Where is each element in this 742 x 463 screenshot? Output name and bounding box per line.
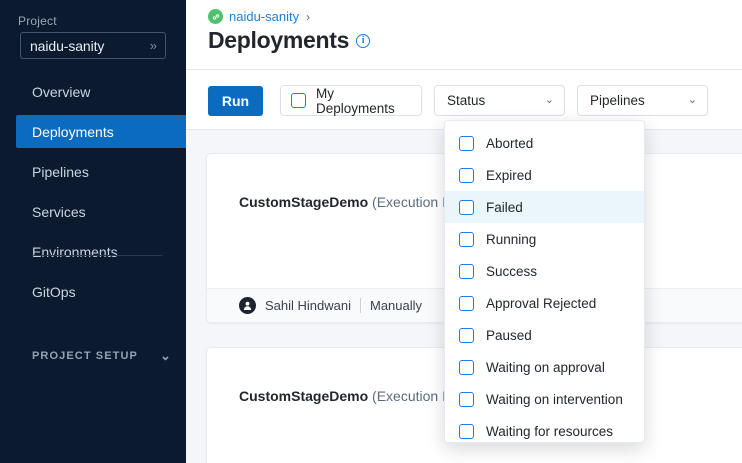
sidebar-nav: Overview Deployments Pipelines Services … [0,75,202,315]
status-option-expired[interactable]: Expired [445,159,644,191]
execution-id-text: (Execution Id [372,388,454,404]
double-chevron-right-icon: » [149,38,157,53]
status-option-checkbox[interactable] [459,263,474,279]
pipelines-filter-label: Pipelines [590,93,645,108]
deployment-card-body: CustomStageDemo (Execution Id [207,348,742,463]
my-deployments-label: My Deployments [316,85,395,116]
status-option-waiting-on-intervention[interactable]: Waiting on intervention [445,383,644,415]
status-option-label: Aborted [486,135,534,151]
status-option-checkbox[interactable] [459,391,474,407]
status-option-waiting-on-approval[interactable]: Waiting on approval [445,351,644,383]
sidebar-section-label: PROJECT SETUP [32,350,138,362]
deployment-card-title: CustomStageDemo (Execution Id [239,388,454,404]
status-filter-dropdown[interactable]: Status ⌄ [434,85,565,116]
page-header: naidu-sanity › Deployments i [186,0,742,70]
toolbar: Run My Deployments Status ⌄ Pipelines ⌄ [186,70,742,130]
project-selector[interactable]: naidu-sanity » [20,32,166,59]
deployment-trigger: Manually [370,298,423,313]
status-option-checkbox[interactable] [459,359,474,375]
status-option-running[interactable]: Running [445,223,644,255]
breadcrumb-project-link[interactable]: naidu-sanity [229,9,300,24]
status-option-checkbox[interactable] [459,135,474,151]
chevron-down-icon: ⌄ [544,94,554,106]
sidebar: Project naidu-sanity » Overview Deployme… [0,0,202,463]
status-option-paused[interactable]: Paused [445,319,644,351]
execution-id-text: (Execution Id [372,194,454,210]
chevron-down-icon: ⌄ [160,348,172,363]
pipeline-name: CustomStageDemo [239,388,369,404]
status-option-checkbox[interactable] [459,199,474,215]
sidebar-item-label: Environments [32,243,118,260]
status-option-checkbox[interactable] [459,295,474,311]
sidebar-item-environments[interactable]: Environments [0,235,186,268]
page-title: Deployments [208,27,350,53]
my-deployments-filter[interactable]: My Deployments [280,85,422,116]
status-dropdown-menu[interactable]: Aborted Expired Failed Running Success A… [444,120,645,443]
breadcrumb: naidu-sanity › [208,9,310,24]
pipeline-name: CustomStageDemo [239,194,369,210]
pipelines-filter-dropdown[interactable]: Pipelines ⌄ [577,85,708,116]
deployment-card-body: CustomStageDemo (Execution Id [207,154,742,288]
sidebar-item-label: GitOps [32,283,76,300]
sidebar-item-gitops[interactable]: GitOps [0,275,186,308]
status-option-label: Failed [486,199,523,215]
status-option-checkbox[interactable] [459,167,474,183]
status-option-label: Expired [486,167,532,183]
sidebar-item-label: Overview [32,83,91,100]
title-row: Deployments i [208,27,371,54]
sidebar-item-overview[interactable]: Overview [0,75,186,108]
status-option-checkbox[interactable] [459,423,474,439]
breadcrumb-separator-icon: › [306,9,311,24]
sidebar-item-label: Pipelines [32,163,89,180]
sidebar-item-services[interactable]: Services [0,195,186,228]
info-icon[interactable]: i [356,33,371,48]
status-option-label: Waiting on approval [486,359,605,375]
sidebar-divider [32,255,162,256]
status-option-aborted[interactable]: Aborted [445,127,644,159]
status-option-checkbox[interactable] [459,231,474,247]
sidebar-item-deployments[interactable]: Deployments [16,115,202,148]
sidebar-item-label: Deployments [32,123,114,140]
run-button[interactable]: Run [208,86,263,116]
sidebar-item-label: Services [32,203,86,220]
status-option-checkbox[interactable] [459,327,474,343]
deployment-card-title: CustomStageDemo (Execution Id [239,194,454,210]
status-option-approval-rejected[interactable]: Approval Rejected [445,287,644,319]
project-link-icon [208,9,223,24]
status-filter-label: Status [447,93,486,108]
status-option-success[interactable]: Success [445,255,644,287]
sidebar-item-pipelines[interactable]: Pipelines [0,155,186,188]
status-option-label: Waiting for resources [486,423,614,439]
deployment-user: Sahil Hindwani [265,298,351,313]
status-option-label: Approval Rejected [486,295,597,311]
status-option-failed[interactable]: Failed [445,191,644,223]
status-option-label: Running [486,231,537,247]
status-option-label: Success [486,263,538,279]
footer-divider [360,298,361,313]
sidebar-section-project-setup[interactable]: PROJECT SETUP ⌄ [32,348,172,364]
project-selector-value: naidu-sanity [30,37,105,54]
project-label: Project [18,14,57,28]
my-deployments-checkbox[interactable] [291,93,306,108]
status-option-waiting-for-resources[interactable]: Waiting for resources [445,415,644,442]
avatar [239,297,256,314]
status-option-label: Paused [486,327,532,343]
chevron-down-icon: ⌄ [687,94,697,106]
status-option-label: Waiting on intervention [486,391,623,407]
